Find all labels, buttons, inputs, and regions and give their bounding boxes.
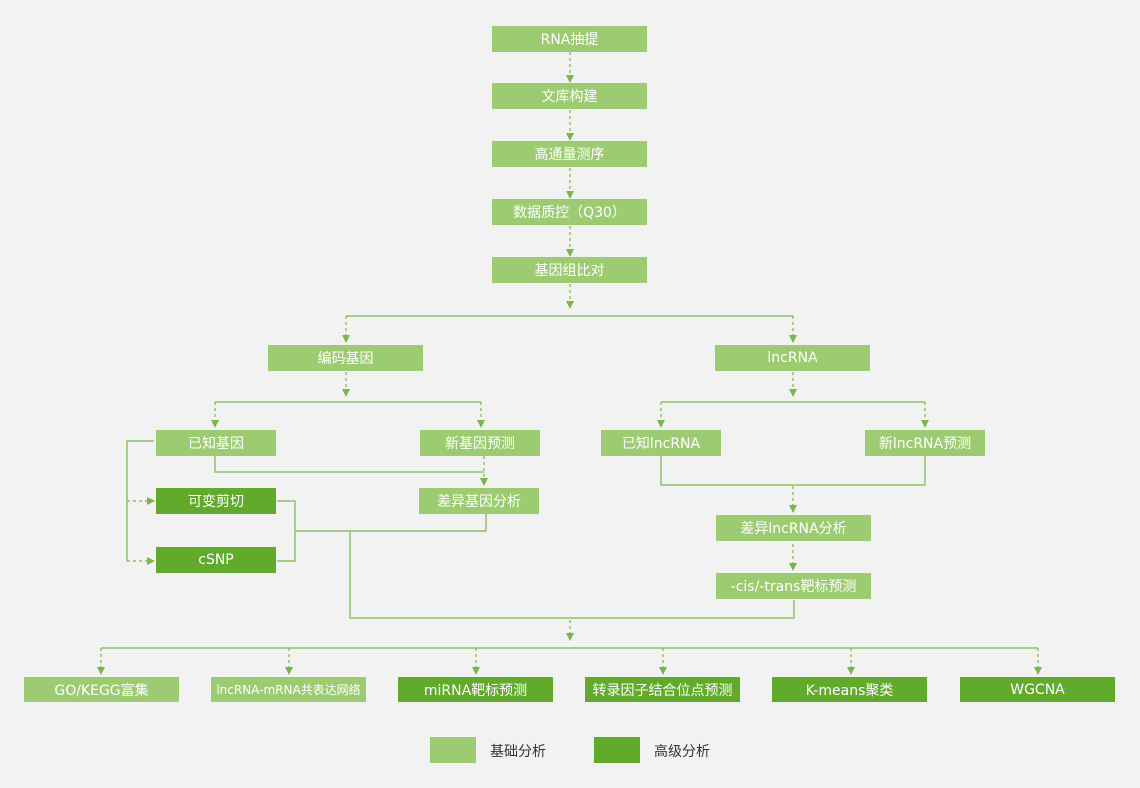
- lncrna-to-merge: [570, 600, 795, 619]
- lnc-known-novel-join: [660, 456, 926, 486]
- differential-gene-box: 差异基因分析: [419, 488, 539, 514]
- sequencing-box: 高通量测序: [492, 141, 647, 167]
- output-mirna-target: miRNA靶标预测: [398, 677, 553, 702]
- output-tf-binding: 转录因子结合位点预测: [585, 677, 740, 702]
- novel-gene-prediction-box: 新基因预测: [420, 430, 540, 456]
- data-qc-box: 数据质控（Q30）: [492, 199, 647, 225]
- novel-lncrna-prediction-box: 新lncRNA预测: [865, 430, 985, 456]
- output-wgcna: WGCNA: [960, 677, 1115, 702]
- csnp-box: cSNP: [156, 547, 276, 573]
- known-gene-box: 已知基因: [156, 430, 276, 456]
- legend-basic-swatch: [430, 737, 476, 763]
- output-coexpression-network: lncRNA-mRNA共表达网络: [211, 677, 366, 702]
- output-kmeans: K-means聚类: [772, 677, 927, 702]
- rna-extraction-box: RNA抽提: [492, 26, 647, 52]
- coding-gene-box: 编码基因: [268, 345, 423, 371]
- differential-lncrna-box: 差异lncRNA分析: [716, 515, 871, 541]
- legend-basic-label: 基础分析: [490, 744, 546, 760]
- legend-advanced-swatch: [594, 737, 640, 763]
- coding-to-merge: [349, 531, 570, 619]
- known-gene-left-branch: [126, 440, 154, 561]
- library-construction-box: 文库构建: [492, 83, 647, 109]
- known-gene-to-diff: [214, 456, 484, 473]
- coding-diff-out: [350, 514, 487, 532]
- alt-splicing-box: 可变剪切: [156, 488, 276, 514]
- known-lncrna-box: 已知lncRNA: [601, 430, 721, 456]
- legend-advanced-label: 高级分析: [654, 744, 710, 760]
- lncrna-box: lncRNA: [715, 345, 870, 371]
- genome-alignment-box: 基因组比对: [492, 257, 647, 283]
- alt-splicing-out: [277, 500, 296, 562]
- output-go-kegg: GO/KEGG富集: [24, 677, 179, 702]
- cis-trans-target-box: -cis/-trans靶标预测: [716, 573, 871, 599]
